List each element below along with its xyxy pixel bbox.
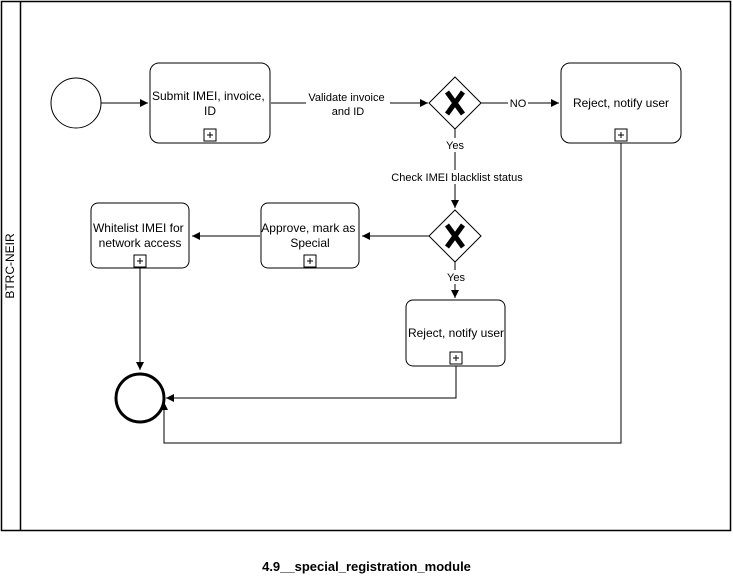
edge-label-no: NO: [510, 98, 527, 110]
subprocess-marker-icon: [203, 128, 217, 142]
exclusive-gateway-validate: [428, 76, 482, 130]
edge-label-yes-2: Yes: [447, 272, 465, 284]
start-event: [50, 77, 102, 129]
edge-label-check: Check IMEI blacklist status: [391, 172, 523, 184]
flow-reject-top-end: [160, 143, 622, 444]
edge-label-validate: Validate invoice and ID: [308, 92, 387, 118]
svg-text:Submit IMEI, invoice, ID: Submit IMEI, invoice, ID: [152, 89, 268, 118]
subprocess-marker-icon: [303, 254, 317, 268]
end-event: [114, 372, 166, 424]
edge-label-yes-1: Yes: [446, 140, 464, 152]
subprocess-marker-icon: [449, 351, 463, 365]
task-reject-top: Reject, notify user: [560, 62, 682, 144]
svg-text:Whitelist IMEI for netwo: Whitelist IMEI for network access: [93, 221, 187, 250]
svg-text:Reject, notify user: Reject, notify user: [408, 326, 504, 340]
task-approve: Approve, mark as Special: [260, 202, 360, 269]
flow-reject-bottom-end: [166, 366, 457, 402]
svg-text:Approve, mark as Special: Approve, mark as Special: [261, 221, 358, 250]
svg-text:Reject, notify user: Reject, notify user: [573, 96, 669, 110]
task-submit: Submit IMEI, invoice, ID: [149, 62, 271, 144]
lane-label: BTRC-NEIR: [3, 233, 17, 299]
task-whitelist: Whitelist IMEI for network access: [90, 202, 190, 269]
task-reject-bottom: Reject, notify user: [405, 299, 506, 367]
subprocess-marker-icon: [133, 254, 147, 268]
diagram-caption: 4.9__special_registration_module: [262, 559, 471, 574]
subprocess-marker-icon: [614, 128, 628, 142]
exclusive-gateway-blacklist: [428, 209, 482, 263]
